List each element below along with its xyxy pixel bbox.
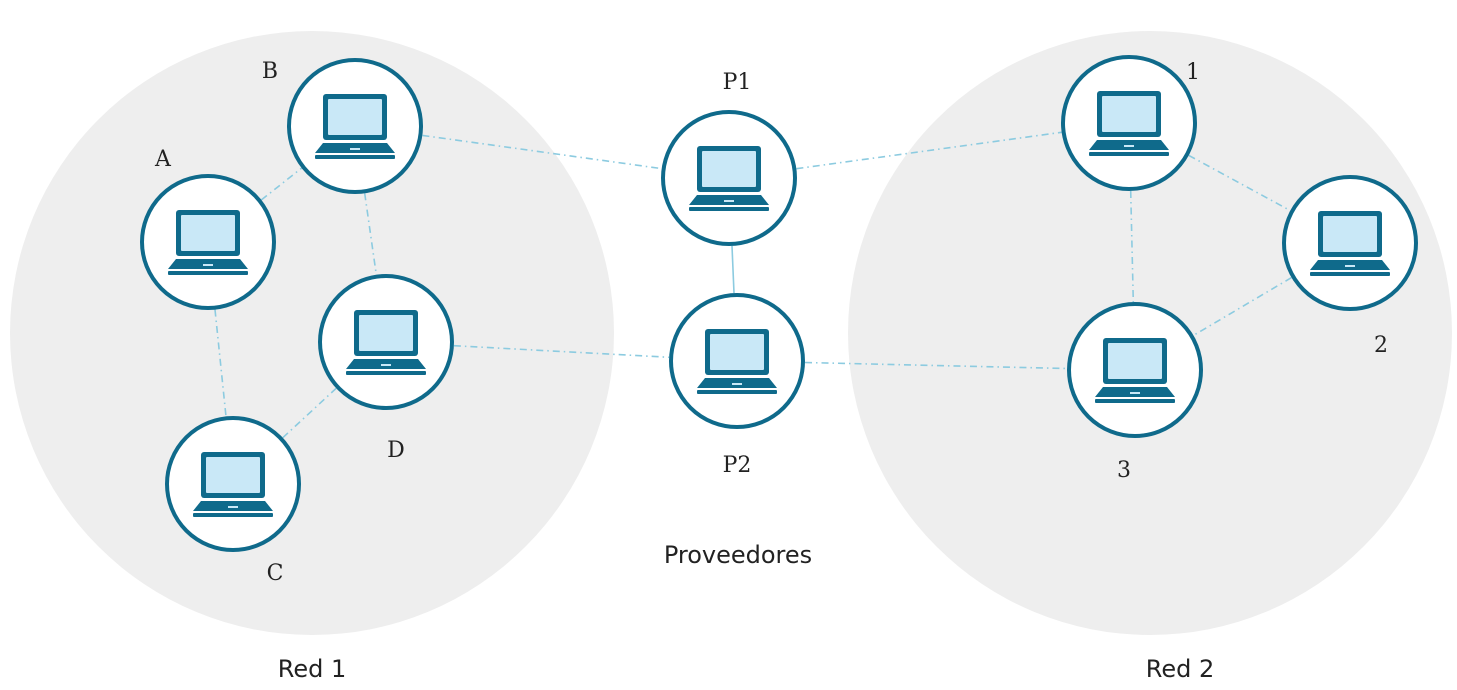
network-area-red1	[10, 31, 614, 635]
laptop-icon	[1089, 91, 1169, 156]
edge-B-P1	[422, 134, 662, 170]
edge-D-P2	[453, 344, 670, 359]
node-2	[1282, 175, 1418, 311]
node-label-c: C	[267, 561, 284, 586]
laptop-icon	[689, 146, 769, 211]
node-label-b: B	[262, 59, 278, 84]
node-p2	[669, 293, 805, 429]
network-label-red-2: Red 2	[1146, 655, 1215, 683]
node-b	[287, 58, 423, 194]
laptop-icon	[1310, 211, 1390, 276]
node-label-a: A	[154, 147, 172, 172]
node-p1	[661, 110, 797, 246]
laptop-icon	[168, 210, 248, 275]
nodes	[140, 55, 1418, 552]
providers-label: Proveedores	[664, 541, 812, 569]
node-d	[318, 274, 454, 410]
node-label-1: 1	[1186, 60, 1200, 85]
laptop-icon	[346, 310, 426, 375]
network-label-red-1: Red 1	[278, 655, 347, 683]
edge-P1-P2	[731, 245, 735, 294]
node-label-3: 3	[1117, 458, 1131, 483]
node-label-2: 2	[1374, 333, 1388, 358]
node-1	[1061, 55, 1197, 191]
edge-C-D	[282, 387, 337, 439]
laptop-icon	[193, 452, 273, 517]
edge-B-D	[363, 193, 378, 275]
node-label-p1: P1	[723, 70, 752, 95]
connections	[214, 131, 1292, 439]
edge-1-2	[1188, 154, 1291, 212]
edge-1-3	[1129, 190, 1135, 303]
node-c	[165, 416, 301, 552]
node-3	[1067, 302, 1203, 438]
node-a	[140, 174, 276, 310]
edge-P1-1	[796, 131, 1062, 170]
node-label-d: D	[387, 438, 405, 463]
edge-P2-3	[804, 361, 1068, 370]
laptop-icon	[697, 329, 777, 394]
laptop-icon	[1095, 338, 1175, 403]
edge-A-C	[214, 309, 227, 417]
node-label-p2: P2	[723, 453, 752, 478]
edge-2-3	[1193, 276, 1292, 337]
laptop-icon	[315, 94, 395, 159]
